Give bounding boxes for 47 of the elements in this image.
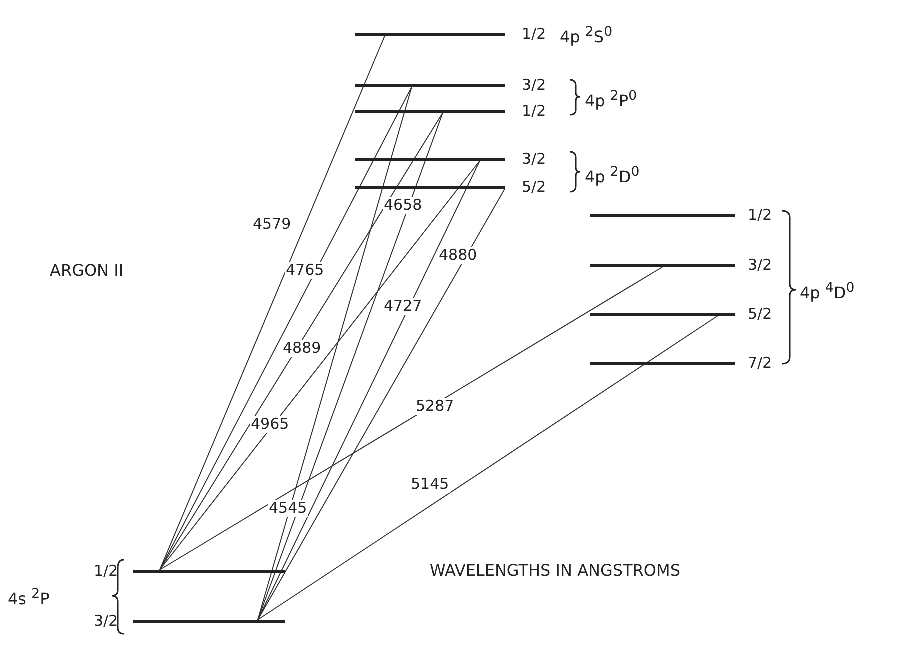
- wavelength-label: 4765: [285, 262, 326, 279]
- j-value-label: 1/2: [522, 25, 546, 43]
- transition-line: [258, 188, 506, 620]
- j-value-label: 5/2: [522, 178, 546, 196]
- energy-level-line: [133, 620, 285, 623]
- energy-level-line: [590, 362, 735, 365]
- term-label: 4p $^{2}$P$^{0}$: [585, 88, 638, 110]
- j-value-label: 1/2: [522, 102, 546, 120]
- j-value-label: 3/2: [94, 612, 118, 630]
- wavelength-label: 4880: [438, 247, 478, 264]
- term-label: 4p $^{2}$D$^{0}$: [585, 164, 640, 186]
- transition-line: [160, 36, 386, 570]
- transition-line: [160, 112, 444, 570]
- j-value-label: 3/2: [748, 256, 772, 274]
- term-label: 4p $^{4}$D$^{0}$: [800, 280, 855, 302]
- energy-level-line: [355, 110, 505, 113]
- energy-level-line: [355, 33, 505, 36]
- wavelength-label: 4965: [250, 416, 290, 433]
- energy-level-line: [355, 158, 505, 161]
- wavelength-label: 5145: [410, 476, 450, 493]
- energy-level-line: [590, 313, 735, 316]
- transition-line: [258, 86, 412, 620]
- wavelength-label: 4658: [383, 197, 424, 214]
- transition-line: [160, 160, 480, 570]
- energy-level-line: [355, 186, 505, 189]
- term-label: 4s $^{2}$P: [8, 586, 50, 608]
- term-label: WAVELENGTHS IN ANGSTROMS: [430, 562, 680, 580]
- j-value-label: 7/2: [748, 354, 772, 372]
- transition-line: [258, 316, 718, 620]
- wavelength-label: 4545: [268, 500, 308, 517]
- transition-line: [160, 266, 664, 570]
- transition-line: [160, 86, 412, 570]
- term-label: 4p $^{2}$S$^{0}$: [560, 24, 613, 46]
- j-value-label: 5/2: [748, 305, 772, 323]
- wavelength-label: 4727: [383, 298, 424, 315]
- energy-level-line: [590, 214, 735, 217]
- j-value-label: 1/2: [94, 562, 118, 580]
- energy-level-line: [133, 570, 285, 573]
- wavelength-label: 4889: [282, 340, 322, 357]
- j-value-label: 3/2: [522, 150, 546, 168]
- term-label: ARGON II: [50, 262, 124, 280]
- transition-line: [258, 112, 444, 620]
- wavelength-label: 5287: [415, 398, 456, 415]
- j-value-label: 3/2: [522, 76, 546, 94]
- j-value-label: 1/2: [748, 206, 772, 224]
- energy-level-line: [355, 84, 505, 87]
- energy-level-line: [590, 264, 735, 267]
